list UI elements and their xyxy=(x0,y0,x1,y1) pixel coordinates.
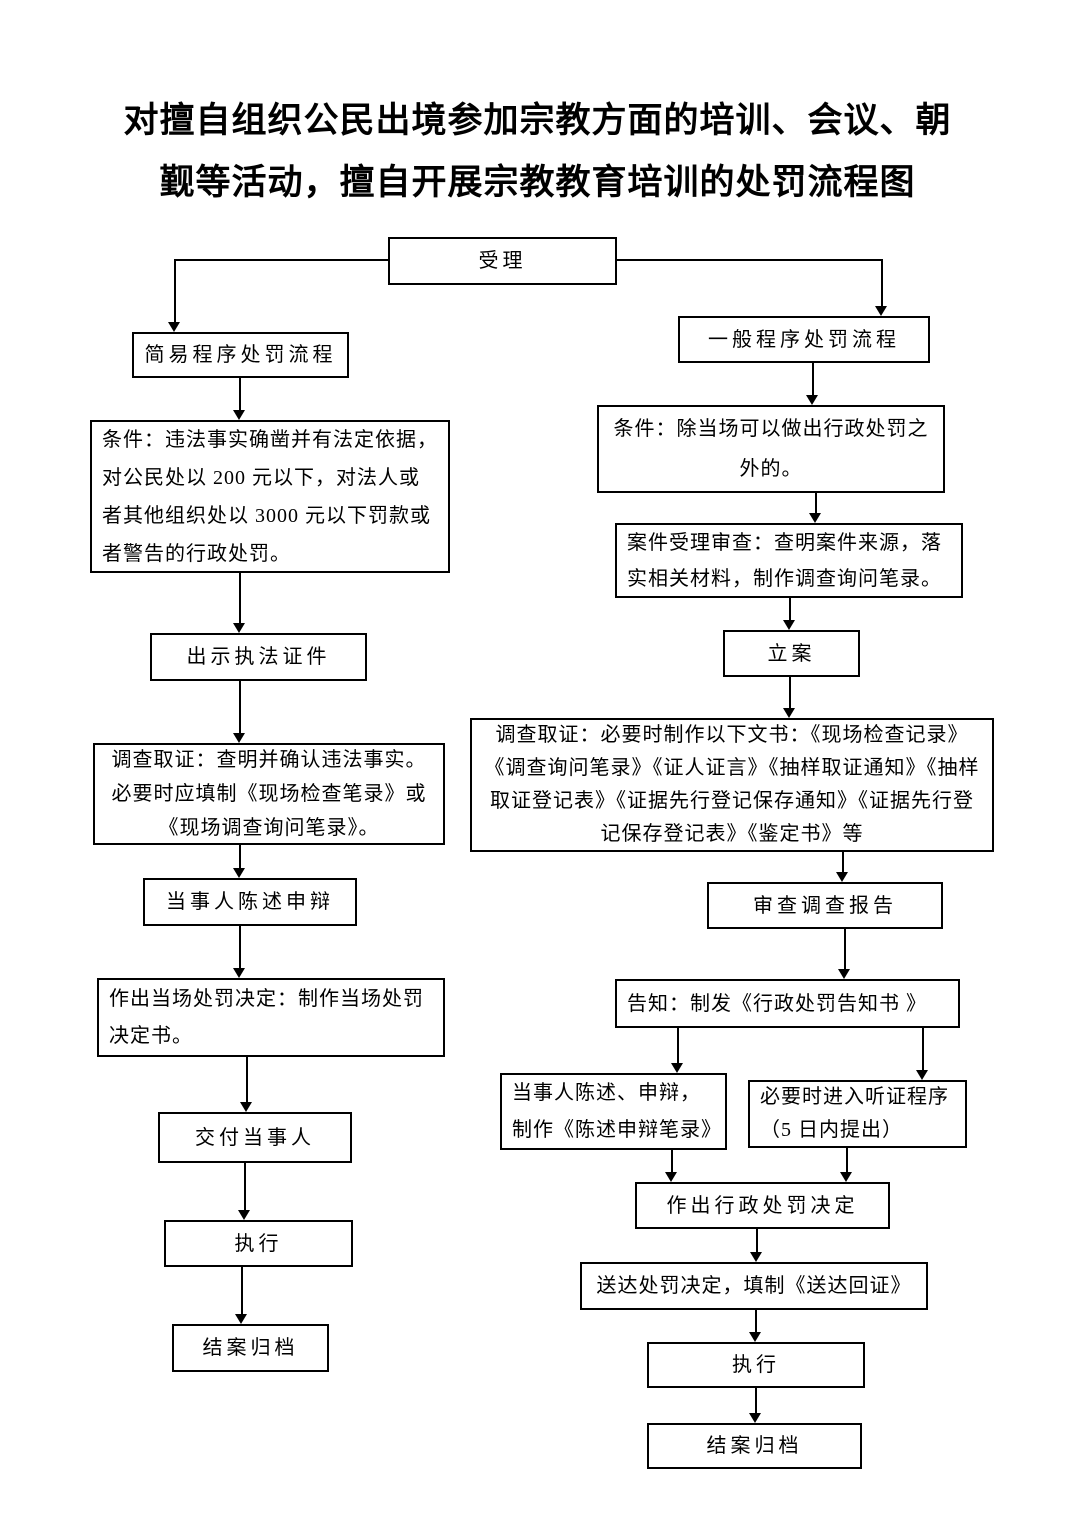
node-case-review: 案件受理审查：查明案件来源，落实相关材料，制作调查询问笔录。 xyxy=(615,523,963,598)
node-simple-archive: 结案归档 xyxy=(172,1324,329,1372)
arrowhead-icon xyxy=(233,868,245,878)
connector-vline xyxy=(239,926,241,968)
arrowhead-icon xyxy=(238,1210,250,1220)
connector-vline xyxy=(842,852,844,872)
arrowhead-icon xyxy=(665,1172,677,1182)
node-show-credentials: 出示执法证件 xyxy=(150,633,367,681)
arrowhead-icon xyxy=(783,708,795,718)
arrowhead-icon xyxy=(233,968,245,978)
node-general-header: 一般程序处罚流程 xyxy=(678,316,930,363)
node-statement-defense: 当事人陈述申辩 xyxy=(143,878,357,926)
arrowhead-icon xyxy=(168,322,180,332)
node-general-condition: 条件：除当场可以做出行政处罚之外的。 xyxy=(597,405,945,493)
node-general-execute: 执行 xyxy=(647,1342,865,1388)
arrowhead-icon xyxy=(749,1413,761,1423)
arrowhead-icon xyxy=(809,513,821,523)
connector-vline xyxy=(174,259,176,322)
node-simple-header: 简易程序处罚流程 xyxy=(132,332,349,378)
node-simple-condition: 条件：违法事实确凿并有法定依据，对公民处以 200 元以下，对法人或者其他组织处… xyxy=(90,420,450,573)
node-review-report: 审查调查报告 xyxy=(707,882,943,929)
connector-vline xyxy=(789,598,791,620)
connector-vline xyxy=(239,681,241,733)
connector-vline xyxy=(239,573,241,623)
connector-hline xyxy=(175,259,388,261)
arrowhead-icon xyxy=(240,1102,252,1112)
connector-vline xyxy=(815,493,817,513)
page-title-line2: 觐等活动，擅自开展宗教教育培训的处罚流程图 xyxy=(159,163,916,202)
node-accept: 受理 xyxy=(388,237,617,285)
connector-vline xyxy=(241,1267,243,1314)
node-simple-execute: 执行 xyxy=(164,1220,353,1267)
arrowhead-icon xyxy=(840,1172,852,1182)
connector-vline xyxy=(789,677,791,708)
page-title-line1: 对擅自组织公民出境参加宗教方面的培训、会议、朝 xyxy=(123,101,952,140)
connector-vline xyxy=(677,1028,679,1063)
node-general-archive: 结案归档 xyxy=(647,1423,862,1469)
connector-vline xyxy=(755,1310,757,1332)
connector-vline xyxy=(922,1028,924,1070)
arrowhead-icon xyxy=(233,733,245,743)
arrowhead-icon xyxy=(783,620,795,630)
arrowhead-icon xyxy=(806,395,818,405)
arrowhead-icon xyxy=(838,969,850,979)
arrowhead-icon xyxy=(233,623,245,633)
arrowhead-icon xyxy=(750,1252,762,1262)
connector-vline xyxy=(671,1150,673,1172)
node-deliver-to-party: 交付当事人 xyxy=(158,1112,352,1163)
node-serve-decision: 送达处罚决定，填制《送达回证》 xyxy=(580,1262,928,1310)
connector-vline xyxy=(812,363,814,395)
connector-vline xyxy=(755,1388,757,1413)
node-party-statement: 当事人陈述、申辩，制作《陈述申辩笔录》 xyxy=(500,1073,727,1150)
node-onsite-decision: 作出当场处罚决定：制作当场处罚决定书。 xyxy=(97,978,445,1057)
node-simple-investigation: 调查取证：查明并确认违法事实。必要时应填制《现场检查笔录》或《现场调查询问笔录》… xyxy=(93,743,445,845)
connector-vline xyxy=(844,929,846,969)
arrowhead-icon xyxy=(836,872,848,882)
arrowhead-icon xyxy=(235,1314,247,1324)
connector-vline xyxy=(239,845,241,868)
connector-vline xyxy=(244,1163,246,1210)
connector-vline xyxy=(881,259,883,306)
node-file-case: 立案 xyxy=(723,630,860,677)
connector-vline xyxy=(246,1057,248,1102)
connector-vline xyxy=(239,378,241,410)
connector-vline xyxy=(756,1229,758,1252)
arrowhead-icon xyxy=(749,1332,761,1342)
node-admin-decision: 作出行政处罚决定 xyxy=(635,1182,890,1229)
arrowhead-icon xyxy=(671,1063,683,1073)
arrowhead-icon xyxy=(875,306,887,316)
connector-vline xyxy=(846,1148,848,1172)
node-general-investigation: 调查取证：必要时制作以下文书：《现场检查记录》《调查询问笔录》《证人证言》《抽样… xyxy=(470,718,994,852)
node-hearing: 必要时进入听证程序（5 日内提出） xyxy=(748,1080,967,1148)
page-title: 对擅自组织公民出境参加宗教方面的培训、会议、朝 觐等活动，擅自开展宗教教育培训的… xyxy=(0,90,1075,214)
arrowhead-icon xyxy=(916,1070,928,1080)
arrowhead-icon xyxy=(233,410,245,420)
node-notify: 告知：制发《行政处罚告知书 》 xyxy=(615,979,960,1028)
connector-hline xyxy=(617,259,882,261)
